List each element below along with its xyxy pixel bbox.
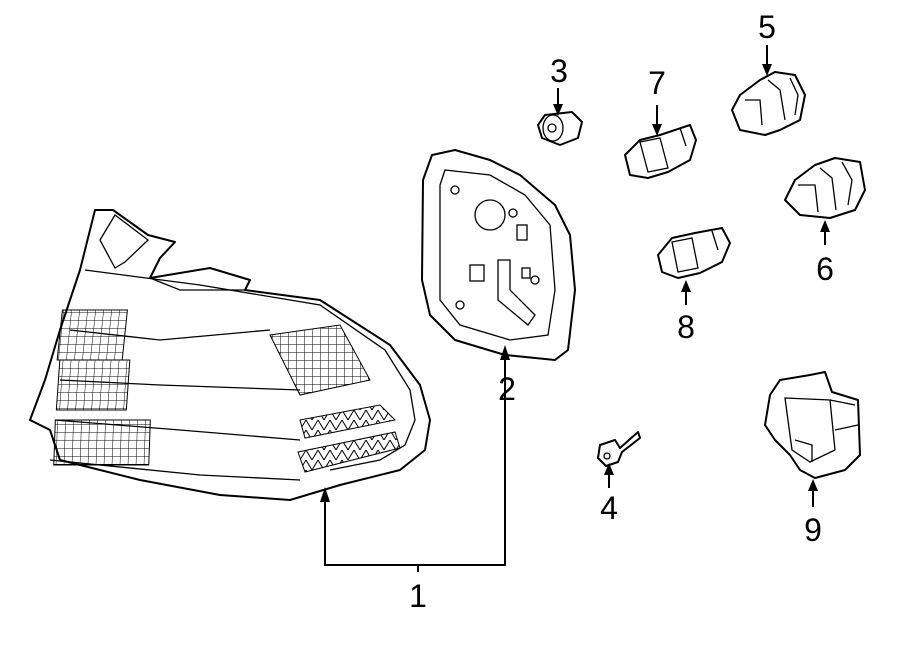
socket-holder [764, 371, 861, 479]
callout-7: 7 [648, 65, 666, 101]
bulb-upper [624, 124, 697, 179]
bulb-socket-lower [784, 157, 866, 219]
screw [597, 431, 641, 467]
callout-9: 9 [804, 512, 822, 548]
bulb-lower [657, 227, 731, 279]
callout-3: 3 [550, 53, 568, 89]
callout-leaders [320, 45, 830, 572]
callout-8: 8 [677, 309, 695, 345]
callout-labels: 1 2 3 4 5 6 7 8 9 [409, 9, 834, 614]
tail-lamp-assembly [29, 209, 431, 501]
callout-2: 2 [498, 371, 516, 407]
bulb-socket-upper [731, 71, 806, 136]
callout-1: 1 [409, 578, 427, 614]
callout-5: 5 [758, 9, 776, 45]
tail-lamp-gasket [421, 149, 576, 361]
callout-4: 4 [600, 490, 618, 526]
nut [537, 111, 583, 146]
callout-6: 6 [816, 251, 834, 287]
